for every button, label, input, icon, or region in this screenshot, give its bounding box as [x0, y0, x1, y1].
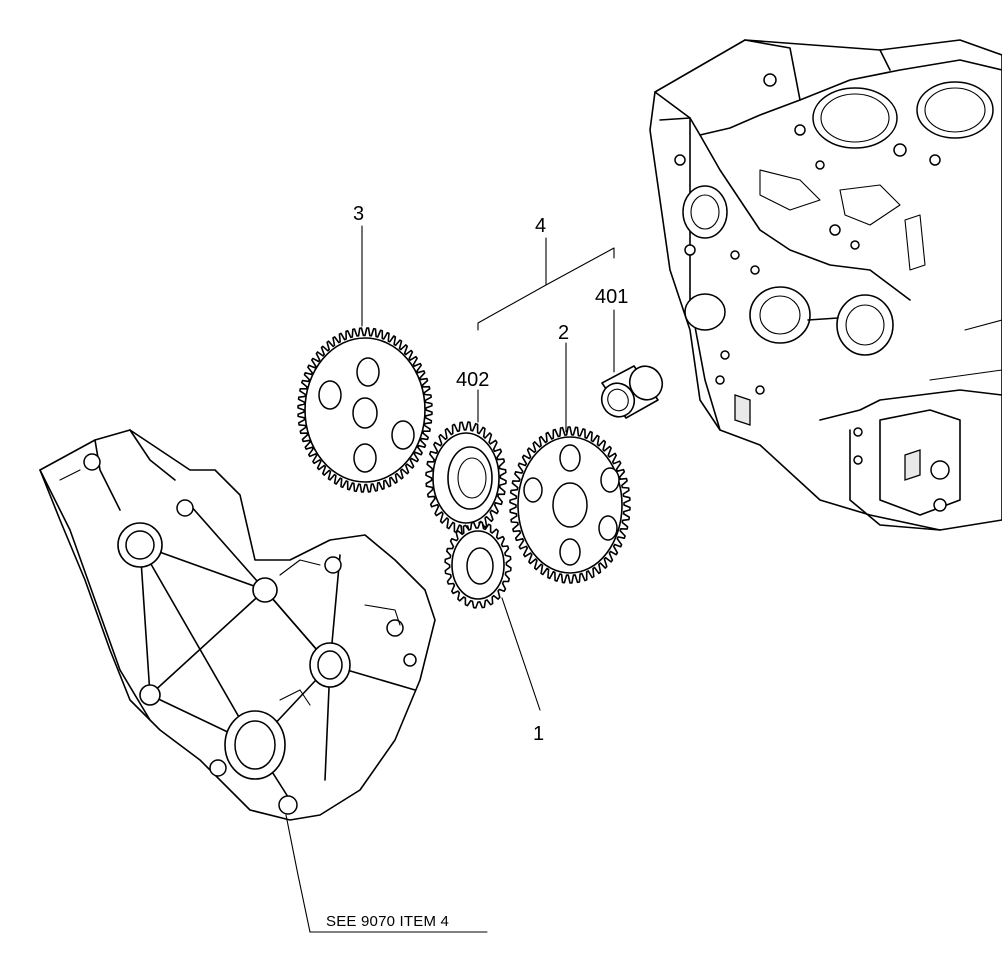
gear-402: [425, 421, 507, 535]
leader-1: [501, 597, 541, 711]
callout-4: 4: [535, 215, 546, 237]
callout-1: 1: [533, 723, 544, 745]
engine-block: [649, 39, 1002, 531]
gear-3: [297, 327, 433, 493]
gear-2: [509, 426, 631, 584]
leader-cover: [285, 814, 488, 933]
callout-2: 2: [558, 322, 569, 344]
bushing-401: [600, 365, 664, 419]
gear-1: [444, 521, 512, 609]
reference-note: SEE 9070 ITEM 4: [326, 913, 449, 930]
callout-402: 402: [456, 369, 489, 391]
leader-lines: [285, 225, 615, 933]
timing-gear-case: [39, 429, 436, 821]
callout-401: 401: [595, 286, 628, 308]
callout-3: 3: [353, 203, 364, 225]
